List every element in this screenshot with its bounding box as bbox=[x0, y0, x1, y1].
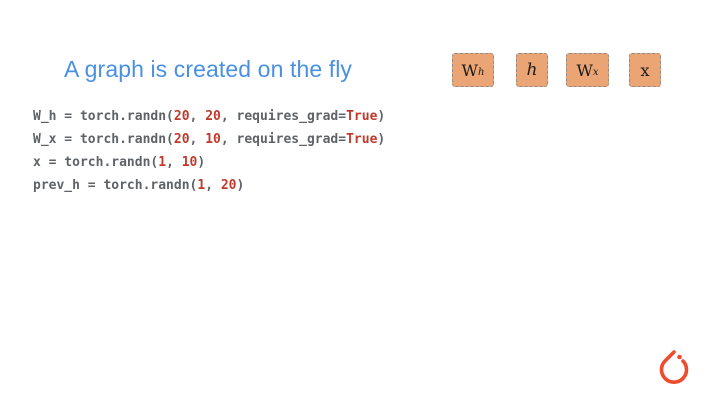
node-label: x bbox=[640, 60, 650, 80]
code-token: ) bbox=[197, 155, 206, 170]
code-keyword: True bbox=[346, 132, 378, 147]
node-base: W bbox=[461, 60, 478, 80]
code-keyword: True bbox=[346, 109, 378, 124]
code-number: 1 bbox=[158, 155, 167, 170]
node-label: h bbox=[526, 60, 538, 80]
code-block: W_h = torch.randn(20, 20, requires_grad=… bbox=[33, 105, 385, 197]
code-number: 20 bbox=[173, 109, 190, 124]
code-token: ) bbox=[377, 132, 386, 147]
node-base: W bbox=[576, 60, 593, 80]
node-sub: x bbox=[592, 66, 599, 78]
code-number: 20 bbox=[205, 109, 221, 124]
code-token: ) bbox=[236, 178, 245, 193]
code-token: ) bbox=[377, 109, 386, 124]
graph-node-x: x bbox=[629, 53, 661, 87]
code-number: 1 bbox=[197, 178, 206, 193]
code-token: , bbox=[189, 132, 206, 147]
pytorch-logo-icon bbox=[659, 350, 689, 384]
code-token: , bbox=[205, 178, 221, 193]
code-token: , bbox=[166, 155, 182, 170]
code-number: 20 bbox=[220, 178, 237, 193]
code-token: prev_h = torch.randn( bbox=[33, 178, 198, 193]
code-token: W_x = torch.randn( bbox=[33, 132, 174, 147]
code-token: , bbox=[189, 109, 206, 124]
code-line: W_h = torch.randn(20, 20, requires_grad=… bbox=[33, 105, 385, 128]
code-token: x = torch.randn( bbox=[33, 155, 159, 170]
code-token: , requires_grad= bbox=[220, 132, 347, 147]
slide-title: A graph is created on the fly bbox=[64, 56, 353, 82]
code-line: x = torch.randn(1, 10) bbox=[33, 151, 385, 174]
code-number: 10 bbox=[181, 155, 198, 170]
code-token: W_h = torch.randn( bbox=[33, 109, 174, 124]
code-number: 10 bbox=[205, 132, 221, 147]
graph-node-h: h bbox=[516, 53, 548, 87]
code-line: W_x = torch.randn(20, 10, requires_grad=… bbox=[33, 128, 385, 151]
code-line: prev_h = torch.randn(1, 20) bbox=[33, 174, 385, 197]
code-token: , requires_grad= bbox=[220, 109, 347, 124]
node-sub: h bbox=[478, 66, 485, 78]
code-number: 20 bbox=[173, 132, 190, 147]
